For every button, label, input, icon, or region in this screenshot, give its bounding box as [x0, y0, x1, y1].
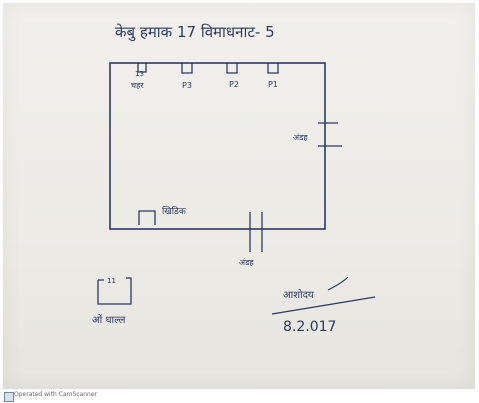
top-left-fixture: [137, 63, 147, 73]
bottom-left-label: खिडिक: [162, 205, 187, 217]
signature-underline: [271, 296, 376, 315]
socket-p2: [226, 63, 238, 74]
label-p1: P1: [268, 80, 278, 89]
label-p3: P3: [182, 81, 192, 90]
footer-bar: [0, 389, 479, 403]
label-p2: P2: [229, 80, 239, 89]
top-left-number: 13: [135, 70, 144, 78]
top-left-word: चहर: [131, 81, 144, 90]
socket-p3: [181, 63, 193, 74]
socket-p1: [267, 63, 279, 74]
signature: आशोदय: [283, 289, 314, 301]
outside-box-label: ओं धाल्ल: [92, 314, 126, 326]
right-wall-marker: [318, 122, 342, 147]
footer-text: Operated with CamScanner: [14, 391, 98, 398]
right-label: अंडह: [293, 133, 308, 142]
bottom-door-label: अंडह: [239, 258, 254, 267]
signature-stroke: [327, 276, 349, 291]
handwritten-drawing: केबु हमाक 17 विमाधनाट- 5 13 चहर P3 P2 P1…: [92, 23, 376, 335]
window-mark: [138, 210, 156, 225]
outside-box: [97, 277, 132, 305]
page-heading: केबु हमाक 17 विमाधनाट- 5: [115, 23, 275, 42]
date-text: 8.2.017: [283, 319, 336, 335]
camscanner-icon: [4, 392, 14, 402]
outside-box-number: 11: [107, 277, 116, 285]
paper-sheet: [3, 3, 475, 389]
door-mark: [249, 212, 263, 252]
